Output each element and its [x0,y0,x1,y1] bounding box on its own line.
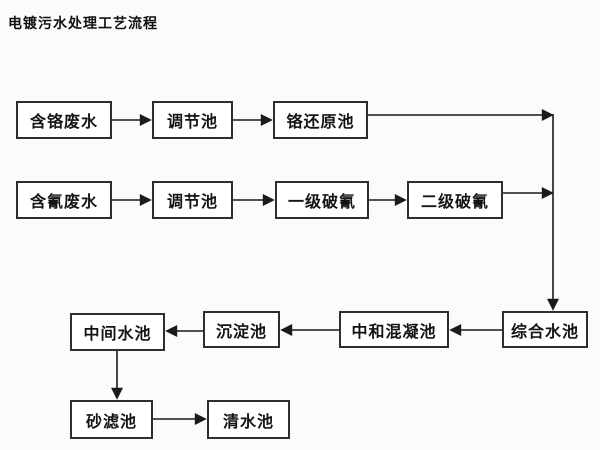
node-sedimentation-tank: 沉淀池 [203,311,280,348]
node-intermediate-water-tank: 中间水池 [70,313,165,351]
node-secondary-cyanide-breaking: 二级破氰 [407,181,503,219]
diagram-title: 电镀污水处理工艺流程 [8,16,158,32]
node-sand-filter-tank: 砂滤池 [70,400,153,439]
node-regulation-tank-2: 调节池 [152,181,233,219]
node-clear-water-tank: 清水池 [207,400,290,439]
node-cyanide-wastewater: 含氰废水 [16,181,112,219]
node-primary-cyanide-breaking: 一级破氰 [275,181,369,219]
node-regulation-tank-1: 调节池 [152,101,233,139]
node-chromium-reduction-tank: 铬还原池 [273,101,368,139]
node-neutralization-coagulation-tank: 中和混凝池 [339,311,449,348]
node-chromium-wastewater: 含铬废水 [16,101,112,139]
node-comprehensive-water-tank: 综合水池 [502,311,588,348]
